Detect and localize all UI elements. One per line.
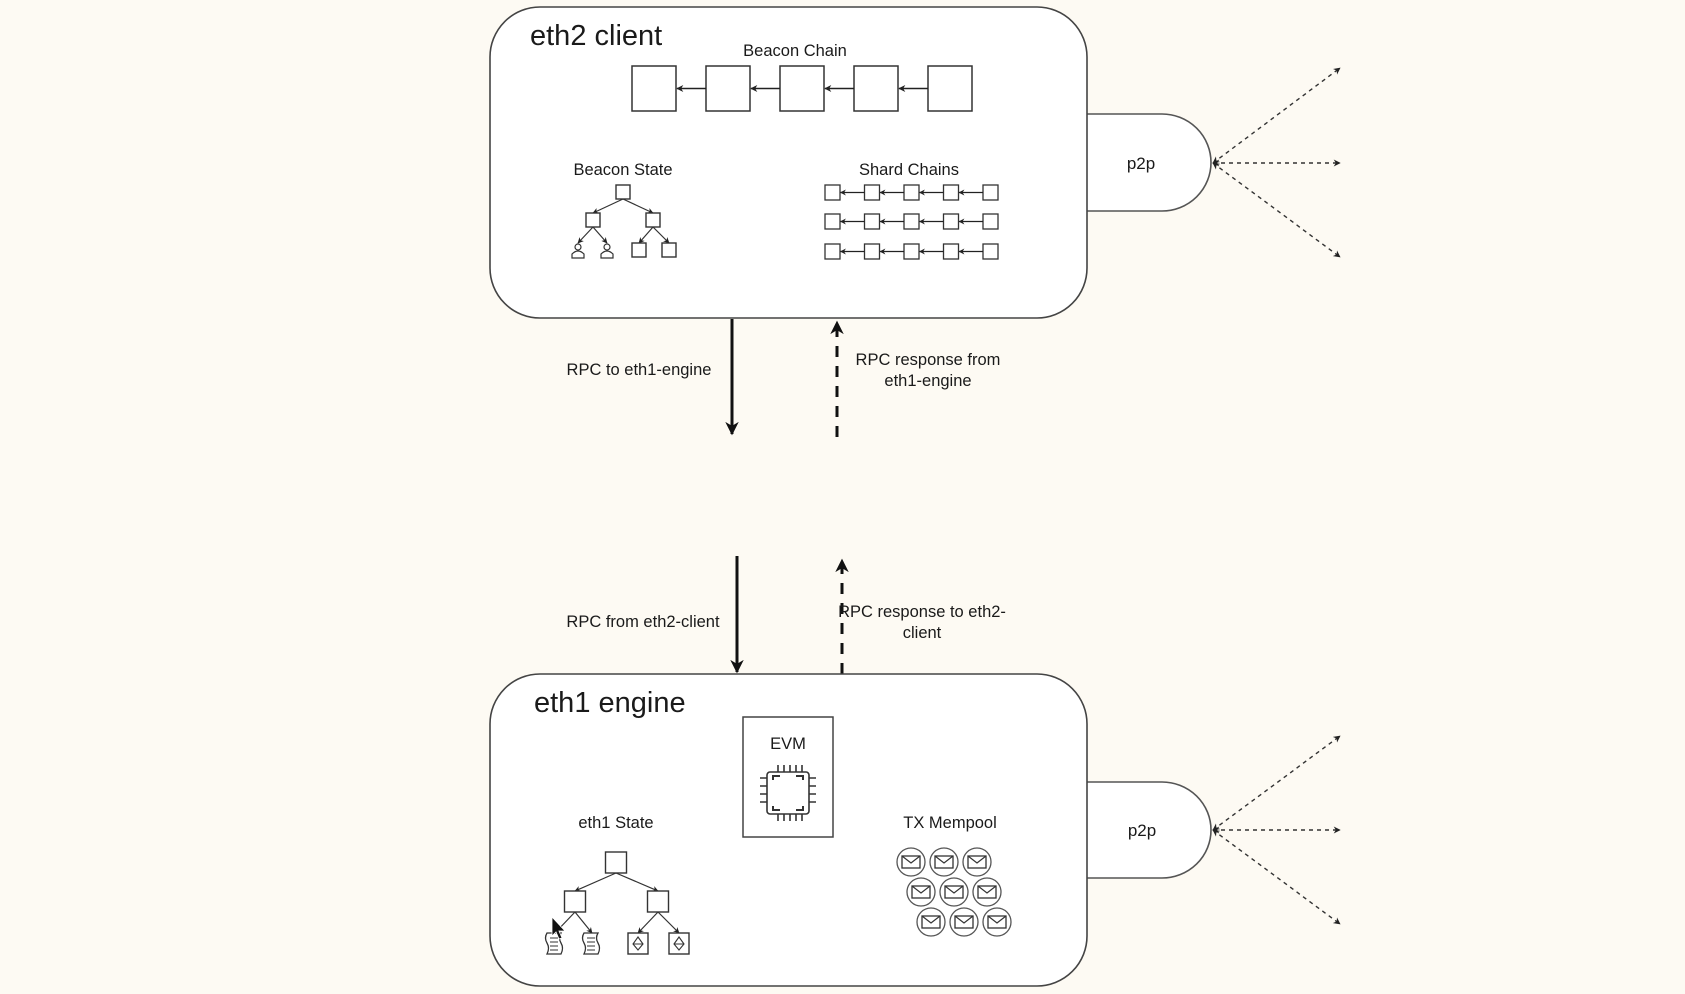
ether-icon — [627, 932, 649, 955]
rpc-to-eth1-label: RPC to eth1-engine — [567, 361, 712, 379]
tree-edge — [592, 198, 624, 214]
envelope-icon — [982, 907, 1012, 937]
eth1-engine-title: eth1 engine — [534, 687, 686, 719]
shard-block — [863, 184, 881, 201]
shard-block — [903, 184, 920, 201]
rpc-response-from-eth1-label-1: RPC response from — [856, 351, 1001, 369]
beacon-block — [705, 65, 751, 112]
envelope-icon — [939, 877, 969, 907]
shard-block — [982, 243, 999, 260]
eth1-p2p-label: p2p — [1128, 821, 1156, 840]
tree-edge — [657, 911, 680, 934]
shard-chains — [824, 184, 999, 260]
tree-branch-node — [585, 212, 601, 228]
eth2-p2p-node — [1079, 113, 1212, 212]
eth2-client-title: eth2 client — [530, 20, 662, 52]
envelope-icon — [896, 847, 926, 877]
evm-box — [742, 716, 834, 838]
tree-leaf-node — [631, 242, 647, 258]
p2p-arrow-down — [1212, 829, 1341, 925]
mouse-cursor-icon — [551, 915, 566, 940]
tree-branch-node — [646, 890, 670, 913]
tree-edge — [592, 226, 608, 244]
p2p-arrow-up — [1212, 67, 1341, 164]
beacon-block — [631, 65, 677, 112]
beacon-block — [779, 65, 825, 112]
eth2-p2p-connections — [1212, 67, 1341, 258]
rpc-response-from-eth1-label-2: eth1-engine — [884, 372, 971, 390]
shard-block — [982, 213, 999, 230]
tx-mempool — [896, 847, 1012, 937]
envelope-icon — [916, 907, 946, 937]
account-icon — [600, 243, 614, 259]
beacon-block — [927, 65, 973, 112]
account-icon — [571, 243, 585, 259]
shard-block — [863, 213, 881, 230]
contract-scroll-icon — [581, 932, 601, 955]
shard-block — [824, 243, 841, 260]
tree-edge — [574, 911, 593, 934]
beacon-block — [853, 65, 899, 112]
ether-icon — [668, 932, 690, 955]
rpc-response-to-eth2-label-1: RPC response to eth2- — [838, 603, 1006, 621]
p2p-arrow-up — [1212, 735, 1341, 831]
rpc-response-to-eth2-label-2: client — [903, 624, 942, 642]
shard-block — [903, 213, 920, 230]
shard-block — [863, 243, 881, 260]
eth1-p2p-node — [1079, 781, 1212, 879]
p2p-arrow-down — [1212, 162, 1341, 258]
envelope-icon — [906, 877, 936, 907]
shard-chains-label: Shard Chains — [859, 161, 959, 179]
tree-edge — [622, 198, 654, 214]
eth2-client: eth2 client p2p Beacon Chain Beacon Stat… — [489, 6, 1341, 319]
cpu-chip-icon — [760, 765, 816, 821]
beacon-state-tree — [571, 184, 677, 259]
eth1-engine: eth1 engine p2p EVM eth1 State TX Mempoo… — [489, 673, 1341, 987]
tree-leaf-node — [661, 242, 677, 258]
envelope-icon — [949, 907, 979, 937]
envelope-icon — [962, 847, 992, 877]
rpc-arrows-eth2-side: RPC to eth1-engine RPC response from eth… — [567, 319, 1001, 437]
rpc-from-eth2-label: RPC from eth2-client — [566, 613, 720, 631]
shard-block — [824, 184, 841, 201]
eth1-state-tree — [544, 851, 690, 955]
tree-root-node — [615, 184, 631, 200]
beacon-state-label: Beacon State — [573, 161, 672, 179]
tree-branch-node — [645, 212, 661, 228]
tree-edge — [638, 226, 654, 244]
tree-edge — [637, 911, 659, 934]
tree-edge — [577, 226, 594, 244]
rpc-arrows-eth1-side: RPC from eth2-client RPC response to eth… — [566, 556, 1006, 674]
eth1-state-label: eth1 State — [578, 814, 653, 832]
beacon-chain-label: Beacon Chain — [743, 42, 847, 60]
tree-root-node — [604, 851, 628, 874]
shard-block — [942, 213, 960, 230]
eth2-p2p-label: p2p — [1127, 154, 1155, 173]
shard-block — [942, 184, 960, 201]
shard-block — [824, 213, 841, 230]
shard-block — [903, 243, 920, 260]
beacon-chain — [631, 65, 973, 112]
tree-edge — [615, 872, 659, 892]
tx-mempool-label: TX Mempool — [903, 814, 997, 832]
shard-block — [982, 184, 999, 201]
evm-label: EVM — [770, 735, 806, 753]
shard-block — [942, 243, 960, 260]
tree-edge — [574, 872, 617, 892]
tree-edge — [652, 226, 670, 244]
eth1-p2p-connections — [1212, 735, 1341, 925]
envelope-icon — [929, 847, 959, 877]
tree-branch-node — [563, 890, 587, 913]
envelope-icon — [972, 877, 1002, 907]
